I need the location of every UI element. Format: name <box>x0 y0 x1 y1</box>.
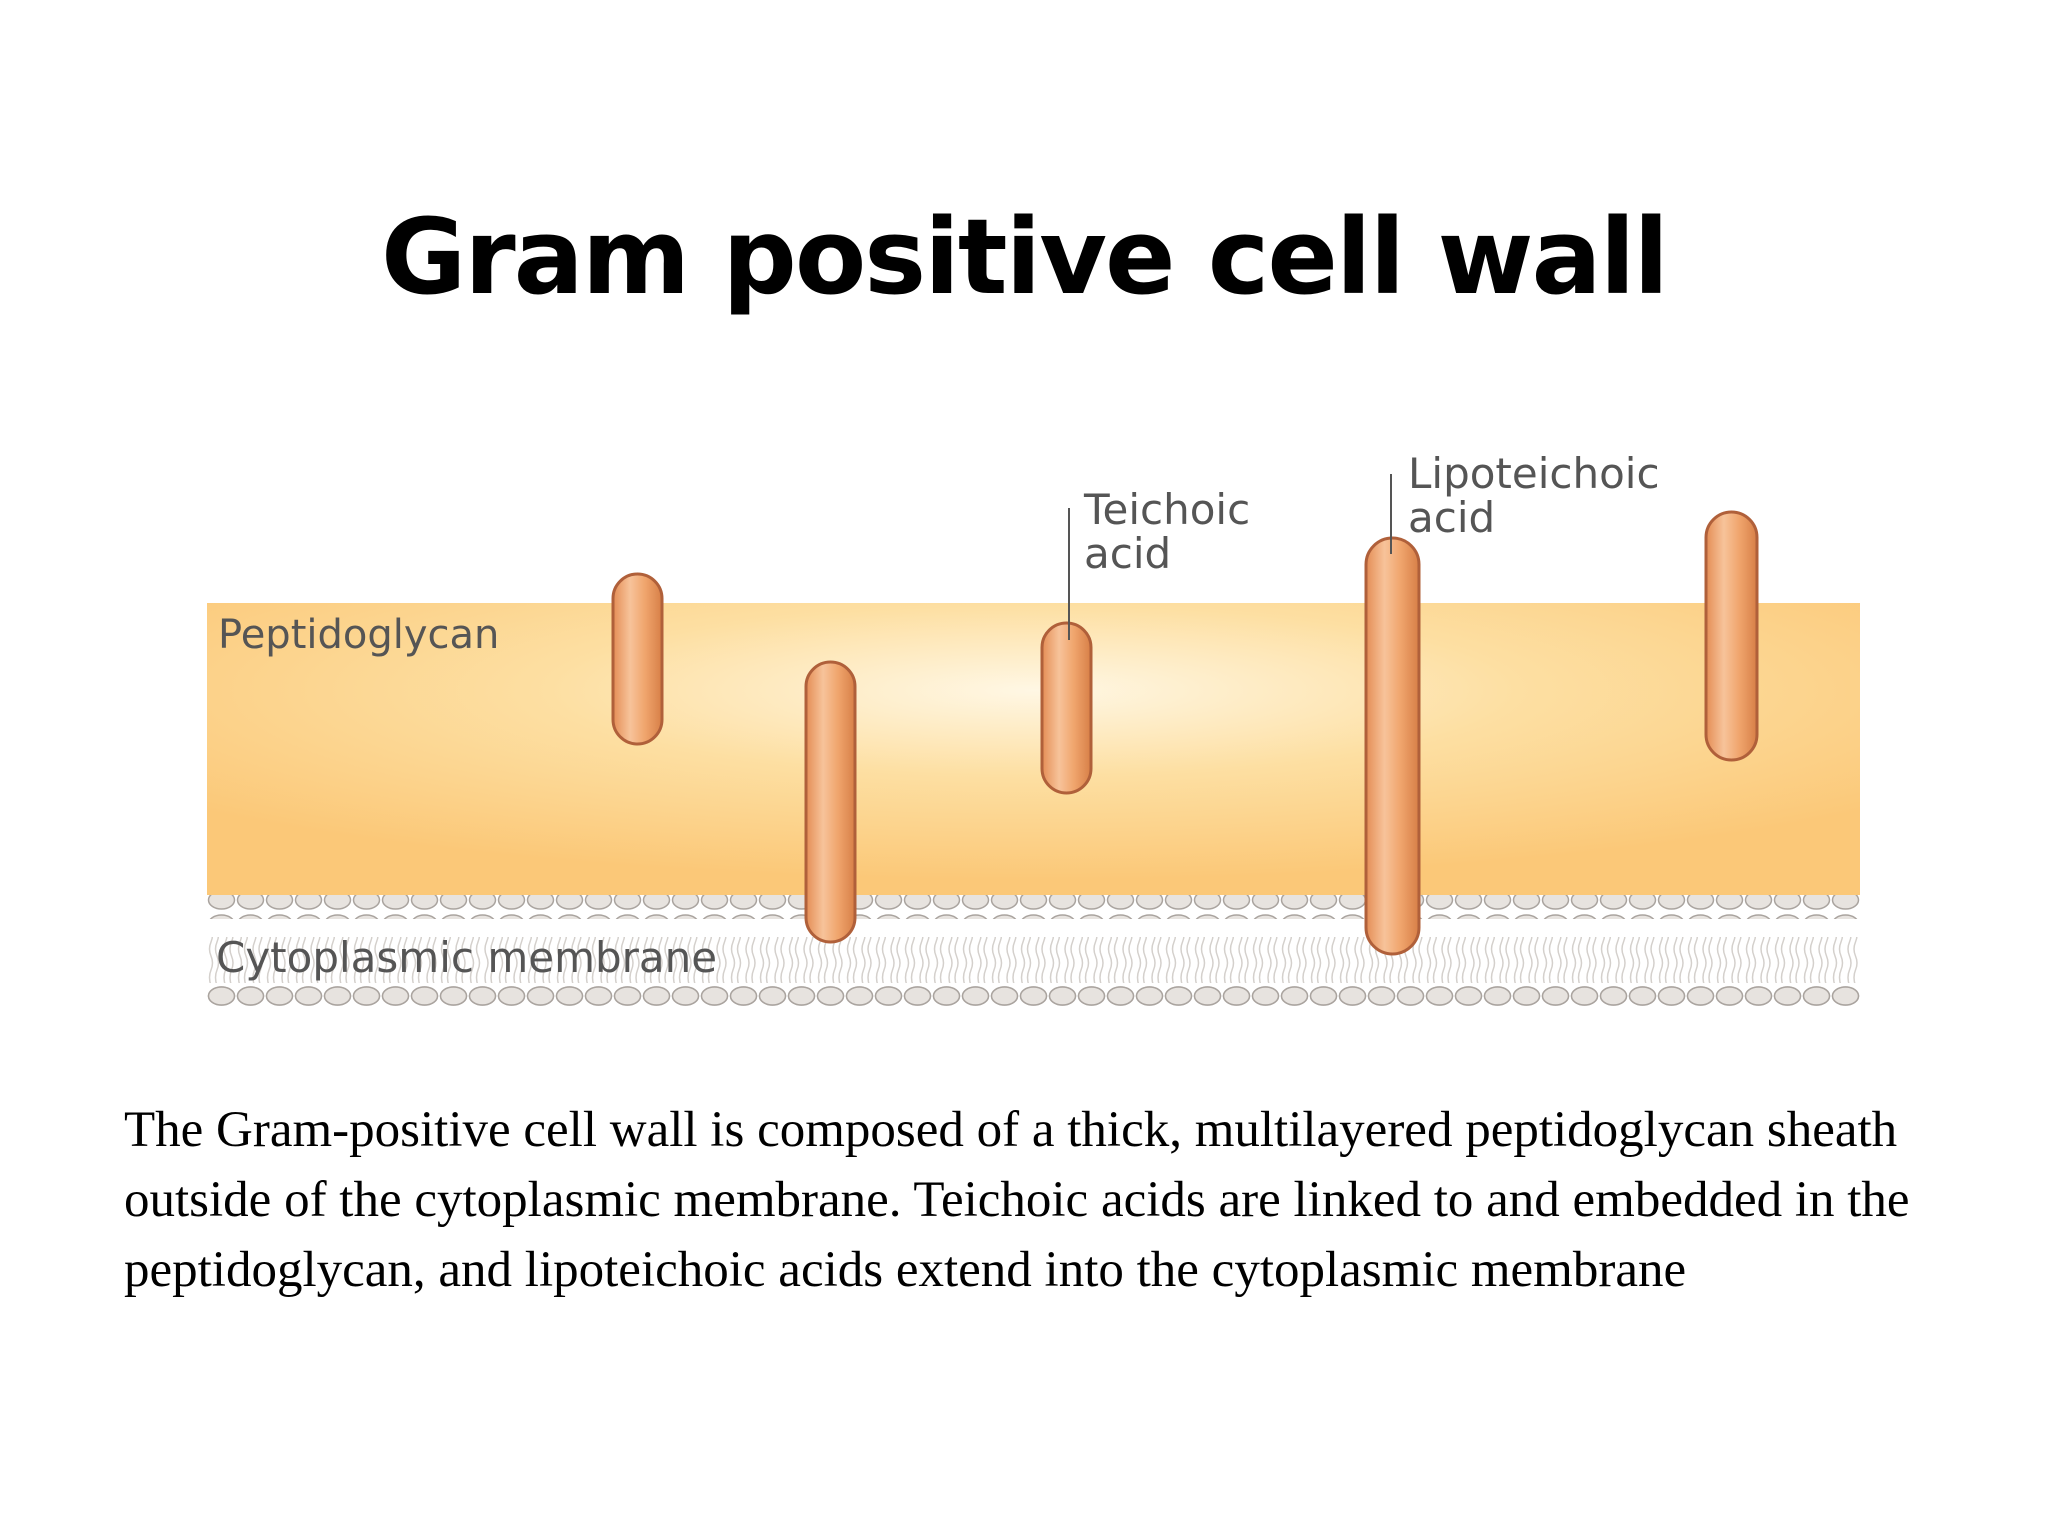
cytoplasmic-membrane <box>207 895 1860 1006</box>
teichoic-acid-rod <box>804 660 857 944</box>
teichoic-acid-rod <box>611 572 664 746</box>
lipoteichoic-acid-rod <box>1364 536 1421 956</box>
lipoteichoic-label-line1: Lipoteichoic <box>1408 449 1660 498</box>
slide-title: Gram positive cell wall <box>381 196 1669 318</box>
teichoic-acid-rod <box>1704 510 1759 762</box>
peptidoglycan-layer <box>207 603 1860 895</box>
teichoic-acid-rod <box>1040 621 1093 795</box>
teichoic-label-line2: acid <box>1084 529 1171 578</box>
lipoteichoic-label-line2: acid <box>1408 493 1495 542</box>
peptidoglycan-label: Peptidoglycan <box>218 612 499 658</box>
teichoic-label-line1: Teichoic <box>1083 485 1250 534</box>
acid-rods <box>611 510 1759 956</box>
slide-caption: The Gram-positive cell wall is composed … <box>124 1102 1910 1298</box>
cytoplasmic-membrane-label: Cytoplasmic membrane <box>216 933 717 982</box>
